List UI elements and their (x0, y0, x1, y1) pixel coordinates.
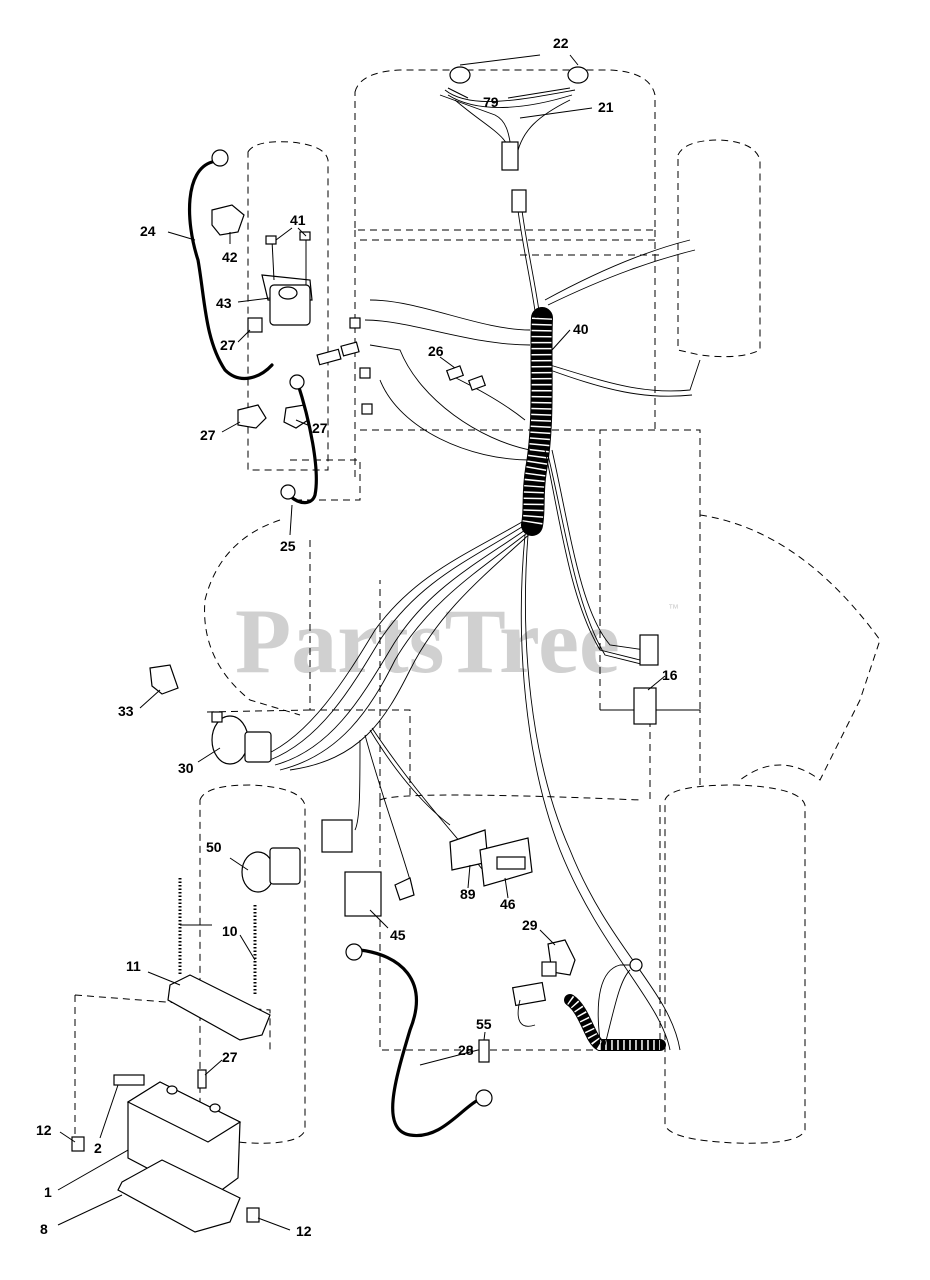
solenoid-assembly (211, 204, 313, 429)
bolt-27d (197, 1069, 207, 1089)
callout-10: 10 (222, 923, 238, 939)
tractor-outline (74, 69, 881, 1144)
connector-16 (633, 634, 659, 725)
callout-11: 11 (126, 958, 141, 974)
callout-55: 55 (476, 1016, 492, 1032)
leader-lines (57, 54, 666, 1231)
ignition-switch (211, 711, 272, 765)
connectors-26 (316, 317, 487, 415)
callout-42: 42 (222, 249, 238, 265)
callout-24: 24 (140, 223, 156, 239)
harness-conduit (521, 307, 553, 536)
harness-wires (264, 94, 701, 1051)
callout-21: 21 (598, 99, 614, 115)
callout-12: 12 (296, 1223, 312, 1239)
connector-block (321, 819, 353, 853)
callout-50: 50 (206, 839, 222, 855)
headlight-harness (444, 66, 589, 213)
callout-22: 22 (553, 35, 569, 51)
callout-29: 29 (522, 917, 538, 933)
callout-labels: 22 79 21 24 41 42 43 27 40 26 27 27 25 1… (36, 35, 678, 1239)
bolts-10 (167, 878, 271, 1041)
nut-27 (247, 317, 263, 333)
callout-46: 46 (500, 896, 516, 912)
callout-45: 45 (390, 927, 406, 943)
callout-2: 2 (94, 1140, 102, 1156)
callout-8: 8 (40, 1221, 48, 1237)
callout-16: 16 (662, 667, 678, 683)
callout-27: 27 (200, 427, 216, 443)
module-45 (344, 871, 382, 917)
battery-assembly (71, 1069, 260, 1233)
callout-27: 27 (312, 420, 328, 436)
callout-33: 33 (118, 703, 134, 719)
callout-41: 41 (290, 212, 306, 228)
battery-cables (188, 149, 493, 1138)
headlight-bulb-right (567, 66, 589, 84)
coil-cord-29 (511, 939, 666, 1051)
callout-1: 1 (44, 1184, 52, 1200)
callout-43: 43 (216, 295, 232, 311)
callout-30: 30 (178, 760, 194, 776)
nut-12a (71, 1136, 85, 1152)
bracket-33 (149, 664, 179, 695)
bracket-11 (167, 974, 271, 1041)
relay-89-46 (449, 829, 533, 887)
switch-50 (241, 847, 301, 893)
nut-27b (237, 404, 267, 429)
callout-40: 40 (573, 321, 589, 337)
callout-79: 79 (483, 94, 499, 110)
callout-12: 12 (36, 1122, 52, 1138)
bolt-55 (478, 1039, 490, 1063)
battery-tray (117, 1159, 241, 1233)
headlight-bulb-left (449, 66, 471, 84)
watermark-trademark: ™ (668, 603, 679, 615)
watermark: PartsTree (235, 590, 620, 692)
callout-27: 27 (220, 337, 236, 353)
nut-12b (246, 1207, 260, 1223)
callout-89: 89 (460, 886, 476, 902)
callout-28: 28 (458, 1042, 474, 1058)
callout-25: 25 (280, 538, 296, 554)
clip-2 (113, 1074, 145, 1086)
callout-27: 27 (222, 1049, 238, 1065)
callout-26: 26 (428, 343, 444, 359)
